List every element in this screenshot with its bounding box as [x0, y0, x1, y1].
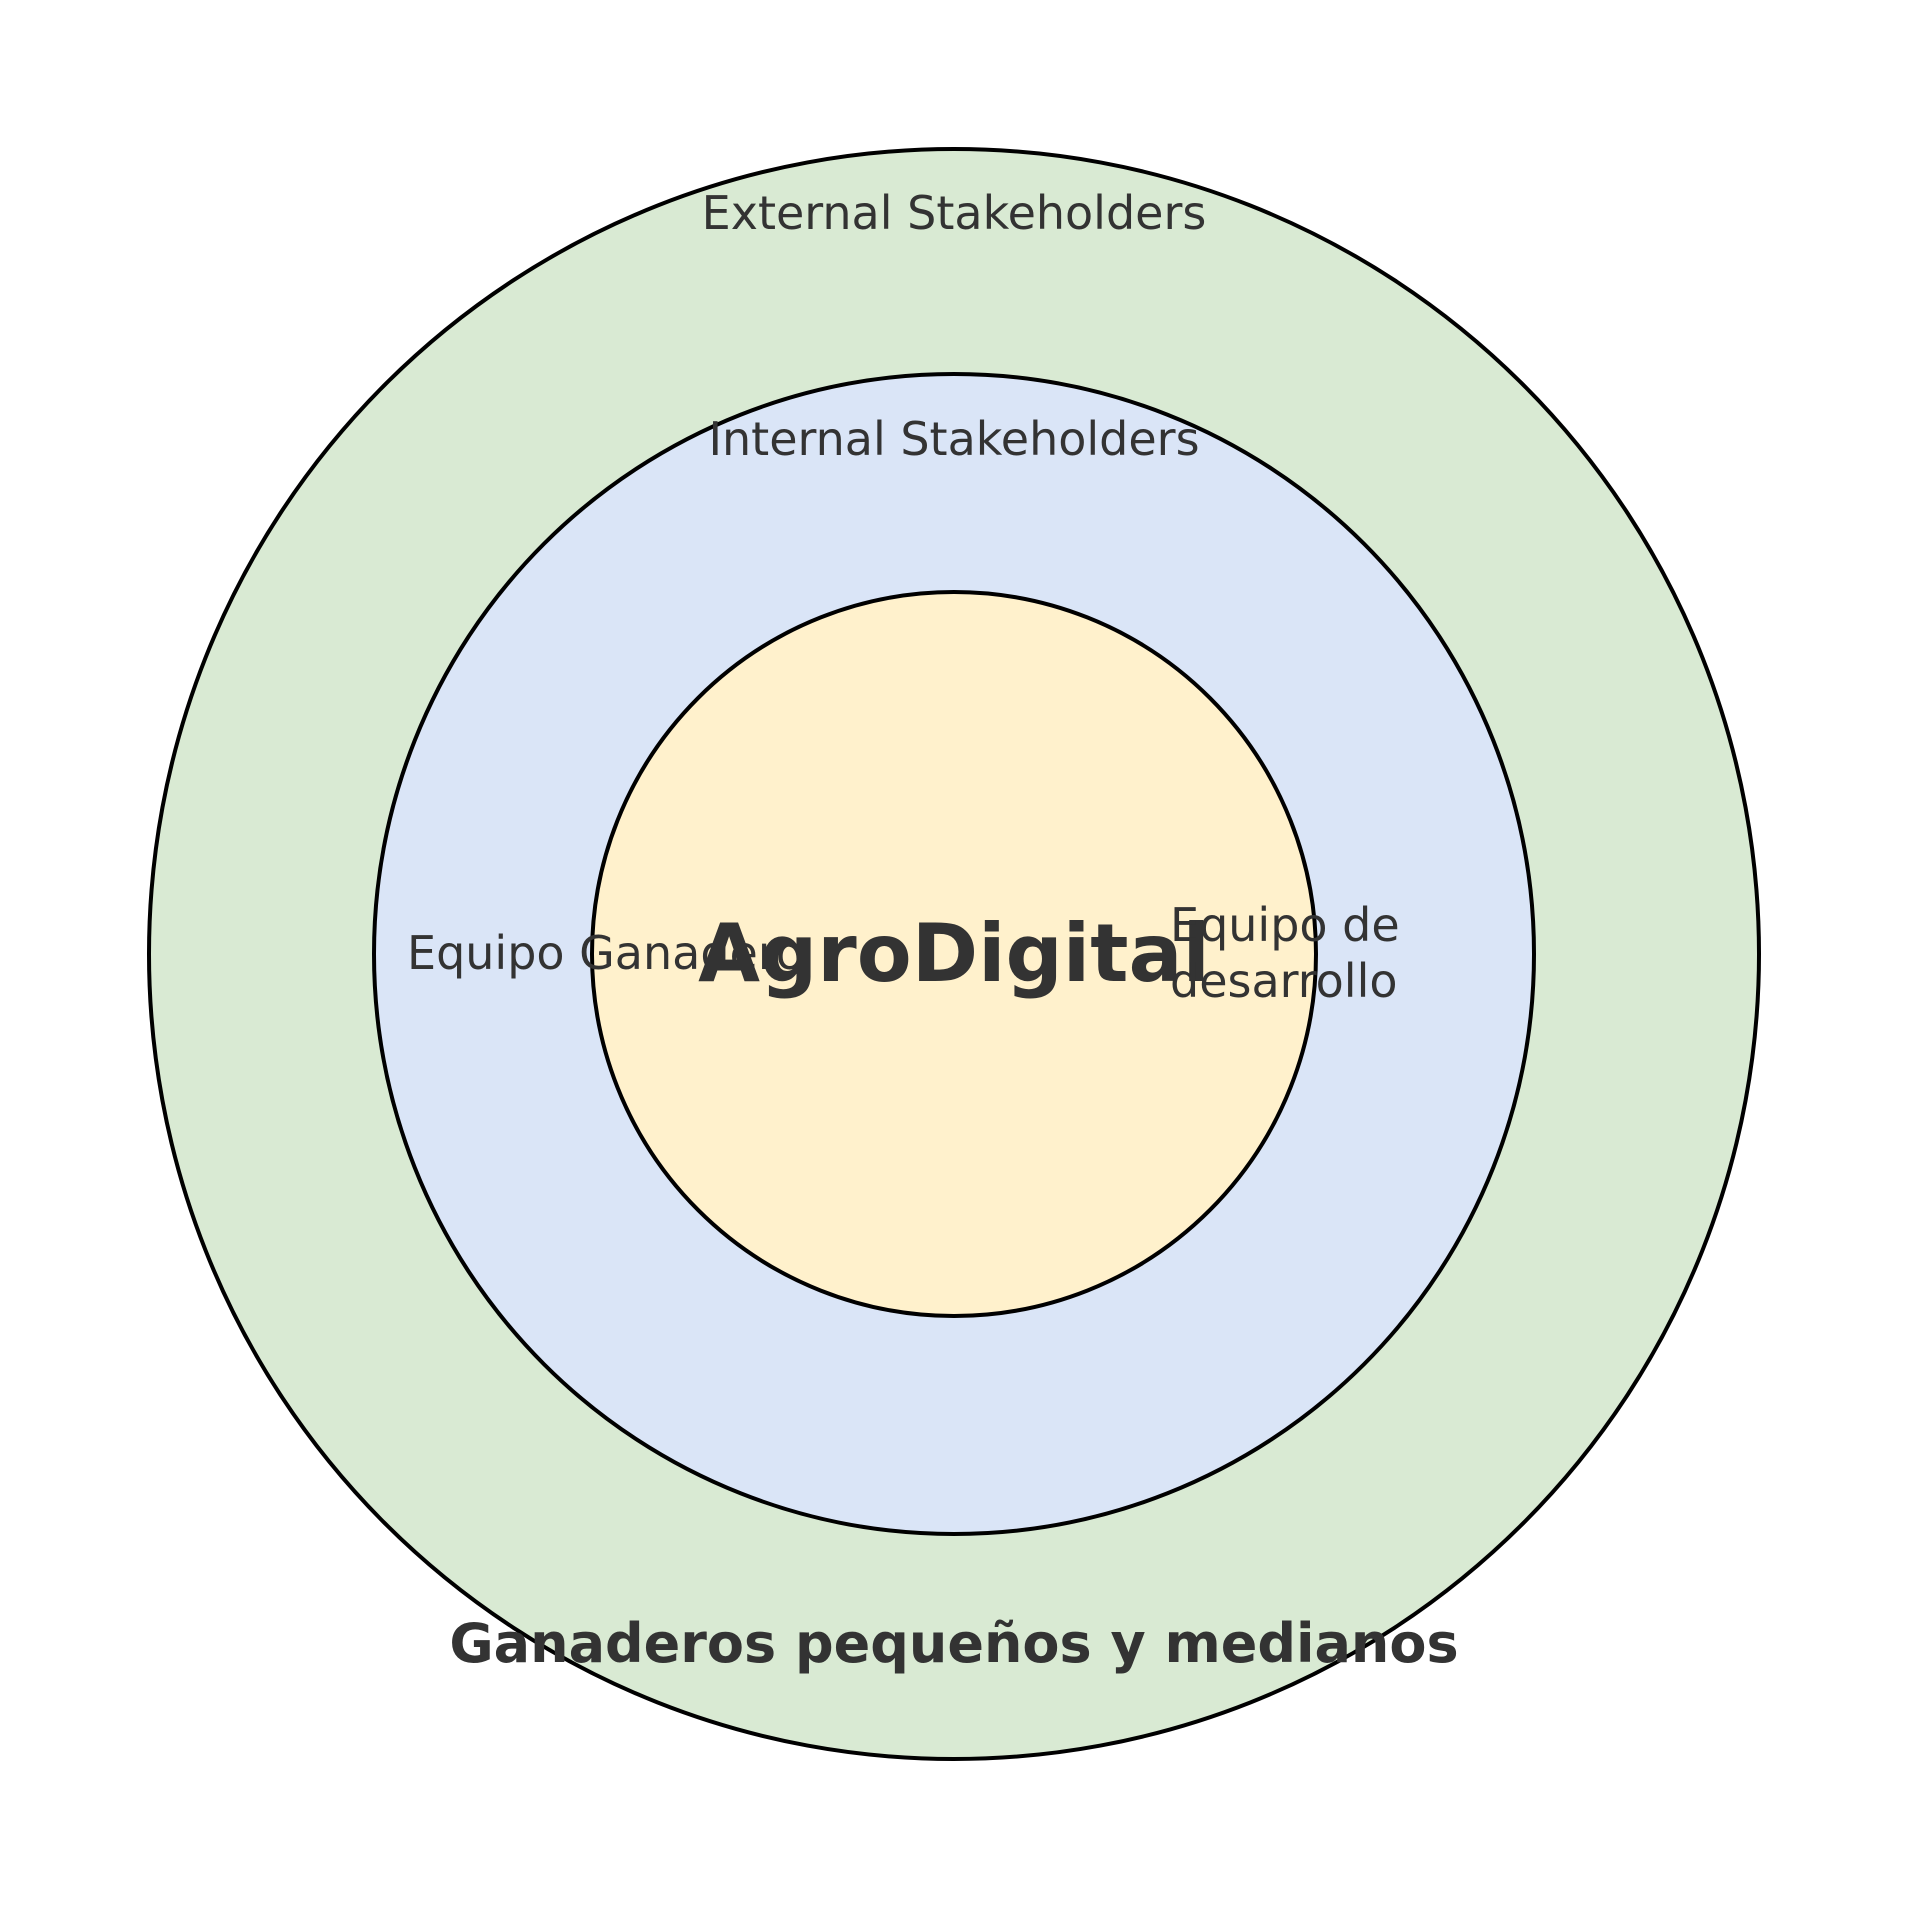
- stakeholder-equipo-desarrollo-line2: desarrollo: [1170, 954, 1398, 1008]
- stakeholder-ganaderos: Ganaderos pequeños y medianos: [449, 1612, 1458, 1675]
- core-circle-agrodigital: [590, 590, 1318, 1318]
- outer-ring-label: External Stakeholders: [702, 186, 1207, 240]
- stakeholder-equipo-desarrollo-line1: Equipo de: [1170, 898, 1400, 952]
- stakeholder-equipo-ganadero: Equipo Ganadero: [407, 926, 804, 980]
- middle-ring-label: Internal Stakeholders: [708, 412, 1199, 466]
- core-label: AgroDigital: [698, 907, 1210, 1000]
